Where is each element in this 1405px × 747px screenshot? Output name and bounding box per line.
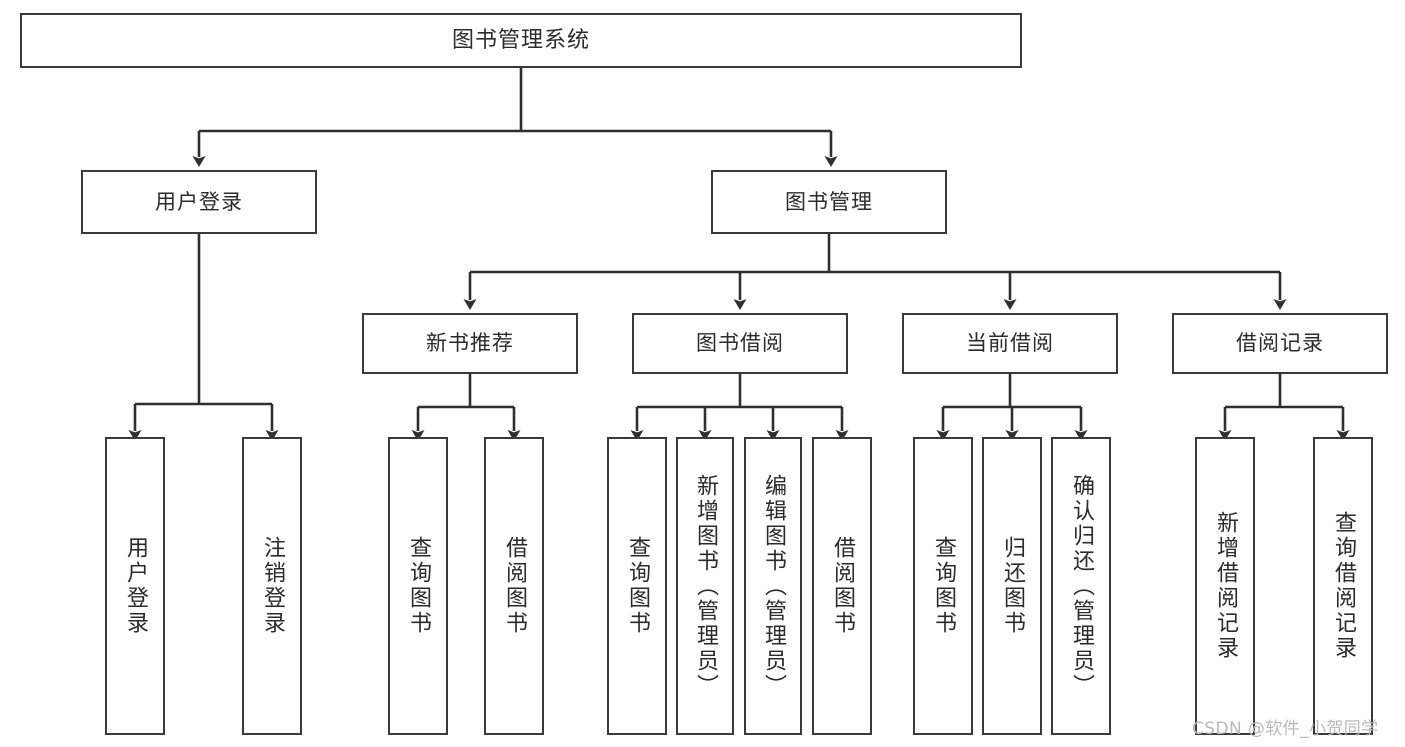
node-current-borrow[interactable]: 当前借阅 — [902, 313, 1118, 374]
node-leaf-query-book-current[interactable]: 查询图书 — [913, 437, 973, 735]
node-borrow-record[interactable]: 借阅记录 — [1172, 313, 1388, 374]
node-root-system[interactable]: 图书管理系统 — [20, 13, 1022, 68]
node-label: 归还图书 — [1000, 536, 1025, 636]
watermark-text: CSDN @软件_小贺同学 — [1192, 719, 1379, 739]
node-label: 查询图书 — [931, 536, 956, 636]
node-label: 借阅图书 — [502, 536, 527, 636]
node-book-borrow[interactable]: 图书借阅 — [632, 313, 848, 374]
node-label: 新增图书（管理员） — [693, 473, 718, 699]
node-leaf-edit-book-admin[interactable]: 编辑图书（管理员） — [744, 437, 802, 735]
node-new-book-recommend[interactable]: 新书推荐 — [362, 313, 578, 374]
node-label: 查询图书 — [406, 536, 431, 636]
node-label: 查询借阅记录 — [1331, 511, 1356, 661]
node-leaf-query-book-borrow[interactable]: 查询图书 — [607, 437, 667, 735]
node-label: 图书管理系统 — [451, 27, 590, 53]
node-leaf-user-logout[interactable]: 注销登录 — [242, 437, 302, 735]
node-label: 查询图书 — [625, 536, 650, 636]
node-label: 用户登录 — [123, 536, 148, 636]
node-label: 编辑图书（管理员） — [761, 473, 786, 699]
node-leaf-add-book-admin[interactable]: 新增图书（管理员） — [676, 437, 734, 735]
node-label: 借阅记录 — [1236, 331, 1324, 356]
node-leaf-borrow-book-newbook[interactable]: 借阅图书 — [484, 437, 544, 735]
node-label: 新增借阅记录 — [1213, 511, 1238, 661]
node-label: 借阅图书 — [830, 536, 855, 636]
node-leaf-query-book-newbook[interactable]: 查询图书 — [388, 437, 448, 735]
node-label: 用户登录 — [155, 189, 243, 214]
node-leaf-query-borrow-record[interactable]: 查询借阅记录 — [1313, 437, 1373, 735]
node-label: 注销登录 — [260, 536, 285, 636]
node-label: 新书推荐 — [426, 331, 514, 356]
node-leaf-user-login[interactable]: 用户登录 — [105, 437, 165, 735]
node-leaf-confirm-return-admin[interactable]: 确认归还（管理员） — [1051, 437, 1111, 735]
node-label: 图书借阅 — [696, 331, 784, 356]
node-book-management[interactable]: 图书管理 — [711, 170, 947, 234]
node-label: 确认归还（管理员） — [1069, 473, 1094, 699]
node-label: 图书管理 — [785, 189, 873, 214]
node-leaf-return-book[interactable]: 归还图书 — [982, 437, 1042, 735]
node-leaf-add-borrow-record[interactable]: 新增借阅记录 — [1195, 437, 1255, 735]
node-user-login[interactable]: 用户登录 — [81, 170, 317, 234]
node-leaf-borrow-book[interactable]: 借阅图书 — [812, 437, 872, 735]
node-label: 当前借阅 — [966, 331, 1054, 356]
